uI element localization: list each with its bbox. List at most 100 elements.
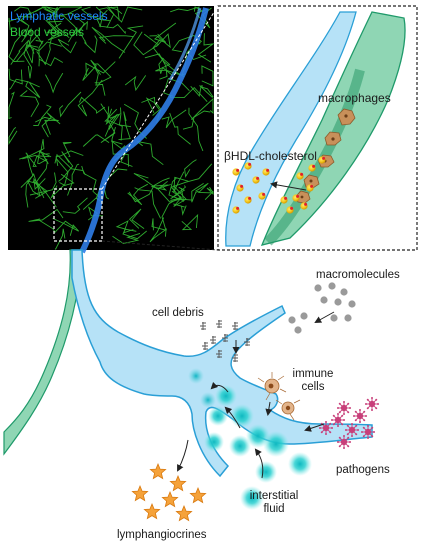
micrograph-vessel-segment xyxy=(149,33,171,49)
micrograph-vessel-segment xyxy=(58,151,74,182)
macromolecule xyxy=(320,296,328,304)
micrograph-panel xyxy=(8,6,215,254)
blood-vessel xyxy=(3,249,83,456)
label-interstitial-line1: interstitial xyxy=(249,490,299,502)
fluid-particle xyxy=(288,452,312,476)
micrograph-vessel-segment xyxy=(153,22,177,43)
micrograph-vessel-segment xyxy=(81,6,110,21)
micrograph-vessel-segment xyxy=(82,185,104,210)
micrograph-vessel-segment xyxy=(124,75,147,92)
micrograph-vessel-segment xyxy=(10,39,35,65)
pathogen xyxy=(353,409,367,423)
micrograph-vessel-segment xyxy=(110,140,126,150)
label-immune-line1: immune xyxy=(292,368,334,380)
immune-arrow xyxy=(265,401,273,416)
micrograph-vessel-segment xyxy=(29,172,57,196)
micrograph-vessel-segment xyxy=(133,172,171,190)
micrograph-vessel-segment xyxy=(8,28,27,62)
micrograph-vessel-segment xyxy=(170,163,213,202)
micrograph-vessel-segment xyxy=(170,185,186,200)
lymphangiocrine-star xyxy=(149,462,167,480)
micrograph-vessel-segment xyxy=(36,36,53,66)
micrograph-vessel-segment xyxy=(91,26,126,53)
fluid-particle xyxy=(230,404,254,428)
debris-fragment xyxy=(244,338,250,346)
hdl-cap xyxy=(296,194,300,198)
micrograph-vessel-segment xyxy=(181,213,199,231)
micrograph-vessel-segment xyxy=(33,177,57,208)
macromolecule xyxy=(340,288,348,296)
fluid-particle xyxy=(255,461,277,483)
debris-fragment xyxy=(216,320,222,328)
fluid-particle xyxy=(263,431,289,457)
micrograph-vessel-segment xyxy=(188,107,204,152)
micrograph-lymphatic-vessel xyxy=(79,7,209,254)
micrograph-vessel-segment xyxy=(54,12,85,34)
hdl-cap xyxy=(312,164,316,168)
micrograph-vessel-segment xyxy=(195,182,214,194)
hdl-cap xyxy=(284,196,288,200)
micrograph-vessel-segment xyxy=(169,112,191,145)
hdl-transport-arrow xyxy=(270,181,307,191)
macromolecules-dots xyxy=(288,282,356,334)
micrograph-vessel-segment xyxy=(155,53,181,76)
lymphangiocrine-star xyxy=(189,486,207,504)
hdl-cap xyxy=(290,206,294,210)
lymphangiocrine-star xyxy=(169,474,187,492)
label-hdl-cholesterol: βHDL-cholesterol xyxy=(224,149,317,163)
label-interstitial-fluid: interstitial fluid xyxy=(242,490,306,516)
micrograph-vessel-segment xyxy=(128,184,169,203)
micrograph-vessel-segment xyxy=(112,232,141,244)
hdl-cap xyxy=(248,196,252,200)
pathogen xyxy=(361,425,375,439)
hdl-cap xyxy=(236,168,240,172)
inset-lymphatic-vessel xyxy=(225,11,357,247)
micrograph-vessel-segment xyxy=(184,159,197,178)
micrograph-vessel-segment xyxy=(33,104,52,127)
micrograph-vessel-segment xyxy=(77,79,103,117)
debris-fragment xyxy=(202,342,208,350)
macromolecule xyxy=(294,326,302,334)
legend-blood: Blood vessels xyxy=(10,25,85,39)
micrograph-vessel-segment xyxy=(46,6,60,21)
label-lymphangiocrines: lymphangiocrines xyxy=(117,529,207,541)
micrograph-vessel-segment xyxy=(98,6,143,23)
macromolecule xyxy=(344,314,352,322)
macromolecule xyxy=(328,282,336,290)
pathogen xyxy=(331,413,345,427)
micrograph-vessel-segment xyxy=(128,208,145,229)
micrograph-vessel-segment xyxy=(25,81,41,98)
micrograph-vessel-segment xyxy=(32,180,49,199)
micrograph-vessel-segment xyxy=(26,180,41,197)
micrograph-vessel-segment xyxy=(94,66,106,96)
macromolecule xyxy=(330,314,338,322)
micrograph-vessel-segment xyxy=(100,103,121,131)
micrograph-vessel-segment xyxy=(67,163,80,196)
fluid-particle xyxy=(204,432,224,452)
micrograph-vessel-segment xyxy=(56,158,75,187)
micrograph-vessel-segment xyxy=(84,35,98,54)
label-interstitial-line2: fluid xyxy=(263,503,285,515)
hdl-cap xyxy=(310,184,314,188)
micrograph-vessel-segment xyxy=(82,134,110,147)
pathogen xyxy=(337,435,351,449)
label-immune-line2: cells xyxy=(301,381,325,393)
micrograph-vessel-segment xyxy=(25,152,50,167)
micrograph-vessel-segment xyxy=(82,59,101,81)
micrograph-vessel-segment xyxy=(78,96,106,114)
micrograph-vessel-segment xyxy=(55,228,66,250)
debris-fragment xyxy=(222,334,228,342)
macromolecule xyxy=(334,298,342,306)
micrograph-vessel-segment xyxy=(55,150,84,166)
macromolecule-arrow xyxy=(314,311,335,323)
micrograph-vessel-segment xyxy=(118,25,144,59)
hdl-cap xyxy=(304,202,308,206)
micrograph-vessel-segment xyxy=(149,217,168,243)
micrograph-vessel-segment xyxy=(118,107,131,128)
label-macrophages: macrophages xyxy=(318,91,391,105)
micrograph-vessel-segment xyxy=(62,197,88,214)
debris-fragment xyxy=(200,322,206,330)
hdl-cap xyxy=(240,184,244,188)
micrograph-vessel-segment xyxy=(45,72,64,94)
hdl-cap xyxy=(262,192,266,196)
